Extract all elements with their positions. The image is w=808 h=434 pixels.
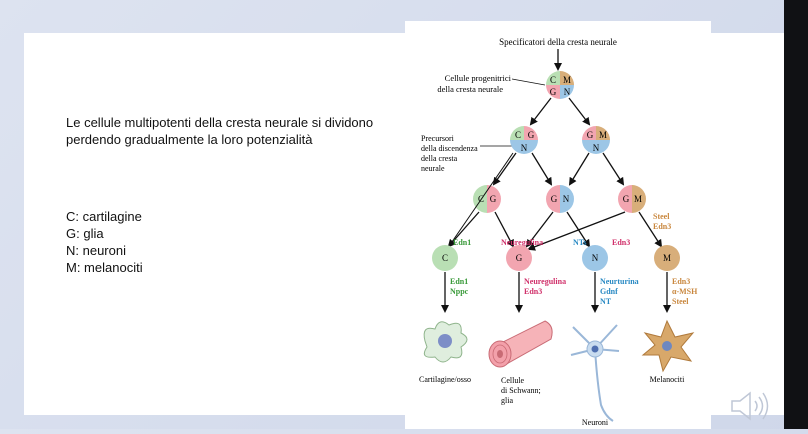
outcome-neurons: Neuroni: [582, 418, 609, 427]
neural-crest-diagram: Specificatori della cresta neurale Cellu…: [405, 21, 711, 429]
legend: C: cartilagine G: glia N: neuroni M: mel…: [66, 208, 143, 276]
arrow-1a: [529, 97, 552, 126]
neuron-cell-icon: [570, 324, 620, 422]
signal-nppc: Nppc: [450, 287, 469, 296]
svg-text:C: C: [515, 130, 521, 140]
outcome-melanocytes: Melanociti: [650, 375, 685, 384]
intro-text: Le cellule multipotenti della cresta neu…: [66, 115, 374, 147]
signal-steel-edn3: Edn3: [653, 222, 671, 231]
signal-steel-b: Steel: [672, 297, 689, 306]
precursor-label-4: neurale: [421, 164, 445, 173]
chondrocyte-cell-icon: [423, 321, 468, 363]
svg-text:G: G: [490, 194, 497, 204]
node-gmn: G M N: [582, 126, 610, 154]
progenitor-leader: [511, 78, 546, 86]
arrow-2a: [492, 152, 517, 186]
node-g: G: [506, 245, 532, 271]
node-progenitor: C M G N: [546, 71, 574, 99]
arrow-3b: [494, 211, 514, 248]
svg-text:M: M: [599, 130, 607, 140]
svg-text:N: N: [593, 143, 600, 153]
signal-steel: Steel: [653, 212, 670, 221]
precursor-label-1: Precursori: [421, 134, 455, 143]
node-cgn: C G N: [510, 126, 538, 154]
svg-text:G: G: [528, 130, 535, 140]
legend-item-g: G: glia: [66, 226, 104, 241]
svg-text:C: C: [550, 75, 556, 85]
svg-text:G: G: [550, 87, 557, 97]
precursor-label-3: della cresta: [421, 154, 458, 163]
signal-nts: NTs: [573, 238, 587, 247]
svg-text:G: G: [623, 194, 630, 204]
arrow-2d: [602, 152, 625, 186]
arrow-3e: [527, 211, 626, 251]
line-precursor-c: [444, 152, 514, 253]
legend-item-n: N: neuroni: [66, 243, 126, 258]
svg-text:M: M: [663, 253, 671, 263]
node-gn: G N: [546, 185, 574, 213]
arrow-1b: [568, 97, 591, 126]
svg-text:M: M: [563, 75, 571, 85]
arrow-3a: [447, 211, 480, 248]
signal-msh: α-MSH: [672, 287, 698, 296]
melanocyte-cell-icon: [641, 319, 695, 373]
node-n: N: [582, 245, 608, 271]
svg-text:G: G: [516, 253, 523, 263]
precursor-label-2: della discendenza: [421, 144, 478, 153]
signal-nt: NT: [600, 297, 612, 306]
right-edge-strip: [784, 0, 808, 429]
svg-text:C: C: [442, 253, 448, 263]
svg-text:N: N: [563, 194, 570, 204]
progenitor-label-2: della cresta neurale: [437, 84, 503, 94]
svg-text:N: N: [564, 87, 571, 97]
svg-text:G: G: [551, 194, 558, 204]
arrow-2b: [531, 152, 553, 186]
schwann-cell-icon: [488, 320, 553, 368]
node-c: C: [432, 245, 458, 271]
svg-text:M: M: [634, 194, 642, 204]
progenitor-label-1: Cellule progenitrici: [445, 73, 512, 83]
node-m: M: [654, 245, 680, 271]
signal-edn3-b: Edn3: [524, 287, 542, 296]
signal-neuregulina: Neuregulina: [501, 238, 543, 247]
legend-item-c: C: cartilagine: [66, 209, 142, 224]
legend-item-m: M: melanociti: [66, 260, 143, 275]
outcome-cartilage: Cartilagine/osso: [419, 375, 471, 384]
signal-gdnf: Gdnf: [600, 287, 618, 296]
arrow-3c: [525, 211, 554, 248]
svg-text:G: G: [587, 130, 594, 140]
outcome-schwann-1: Cellule: [501, 376, 525, 385]
diagram-title: Specificatori della cresta neurale: [499, 37, 617, 47]
signal-neuregulina-b: Neuregulina: [524, 277, 566, 286]
diagram-svg: Specificatori della cresta neurale Cellu…: [419, 37, 698, 427]
svg-text:N: N: [592, 253, 599, 263]
arrow-3f: [638, 211, 663, 248]
arrow-2c: [568, 152, 590, 186]
signal-edn3-c: Edn3: [672, 277, 690, 286]
signal-edn3: Edn3: [612, 238, 630, 247]
speaker-icon[interactable]: [728, 389, 772, 428]
outcome-schwann-3: glia: [501, 396, 513, 405]
signal-edn1-b: Edn1: [450, 277, 468, 286]
node-cg: C G: [473, 185, 501, 213]
signal-edn1: Edn1: [453, 238, 471, 247]
signal-neurturina: Neurturina: [600, 277, 639, 286]
node-gm: G M: [618, 185, 646, 213]
outcome-schwann-2: di Schwann;: [501, 386, 541, 395]
svg-text:N: N: [521, 143, 528, 153]
arrow-3d: [566, 211, 591, 248]
